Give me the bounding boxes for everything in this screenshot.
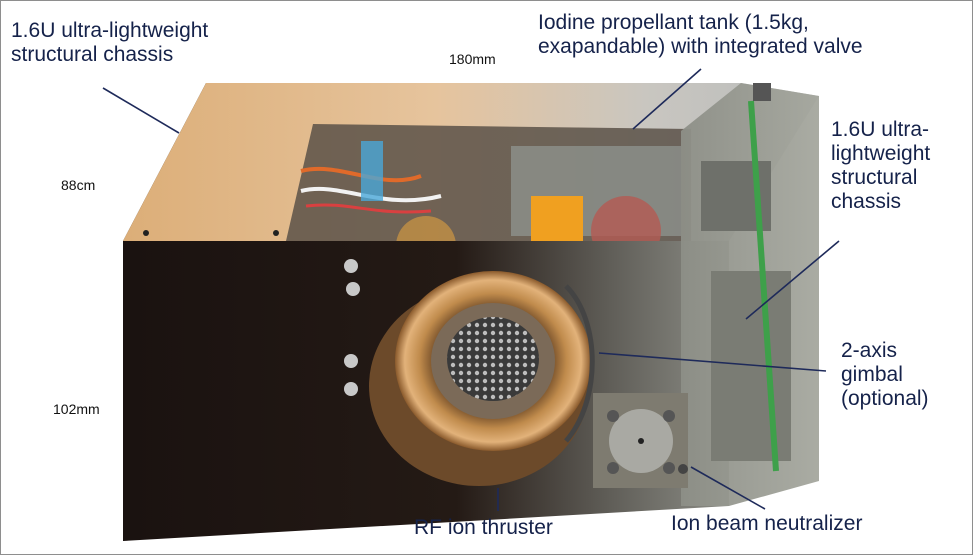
dimension-depth: 88cm [61, 177, 96, 193]
leader-gimbal [598, 352, 827, 372]
leader-chassis-right [745, 240, 840, 320]
leader-iodine-tank [632, 68, 702, 130]
screw-4 [344, 382, 358, 396]
dimension-length: 180mm [449, 51, 496, 67]
label-iodine-tank: Iodine propellant tank (1.5kg, exapandab… [538, 11, 863, 58]
label-neutralizer: Ion beam neutralizer [671, 512, 863, 535]
label-chassis-right: 1.6U ultra- lightweight structural chass… [831, 118, 931, 213]
screw-1 [344, 259, 358, 273]
gimbal-arc [564, 284, 595, 443]
label-chassis-left: 1.6U ultra-lightweight structural chassi… [11, 19, 209, 66]
screw-2 [346, 282, 360, 296]
label-gimbal: 2-axis gimbal (optional) [841, 339, 929, 410]
screw-3 [344, 354, 358, 368]
leader-chassis-left [102, 87, 180, 134]
leader-neutralizer [690, 466, 766, 510]
dimension-height: 102mm [53, 401, 100, 417]
label-rf-thruster: RF ion thruster [414, 516, 553, 539]
rf-ion-thruster-grid [447, 317, 539, 401]
